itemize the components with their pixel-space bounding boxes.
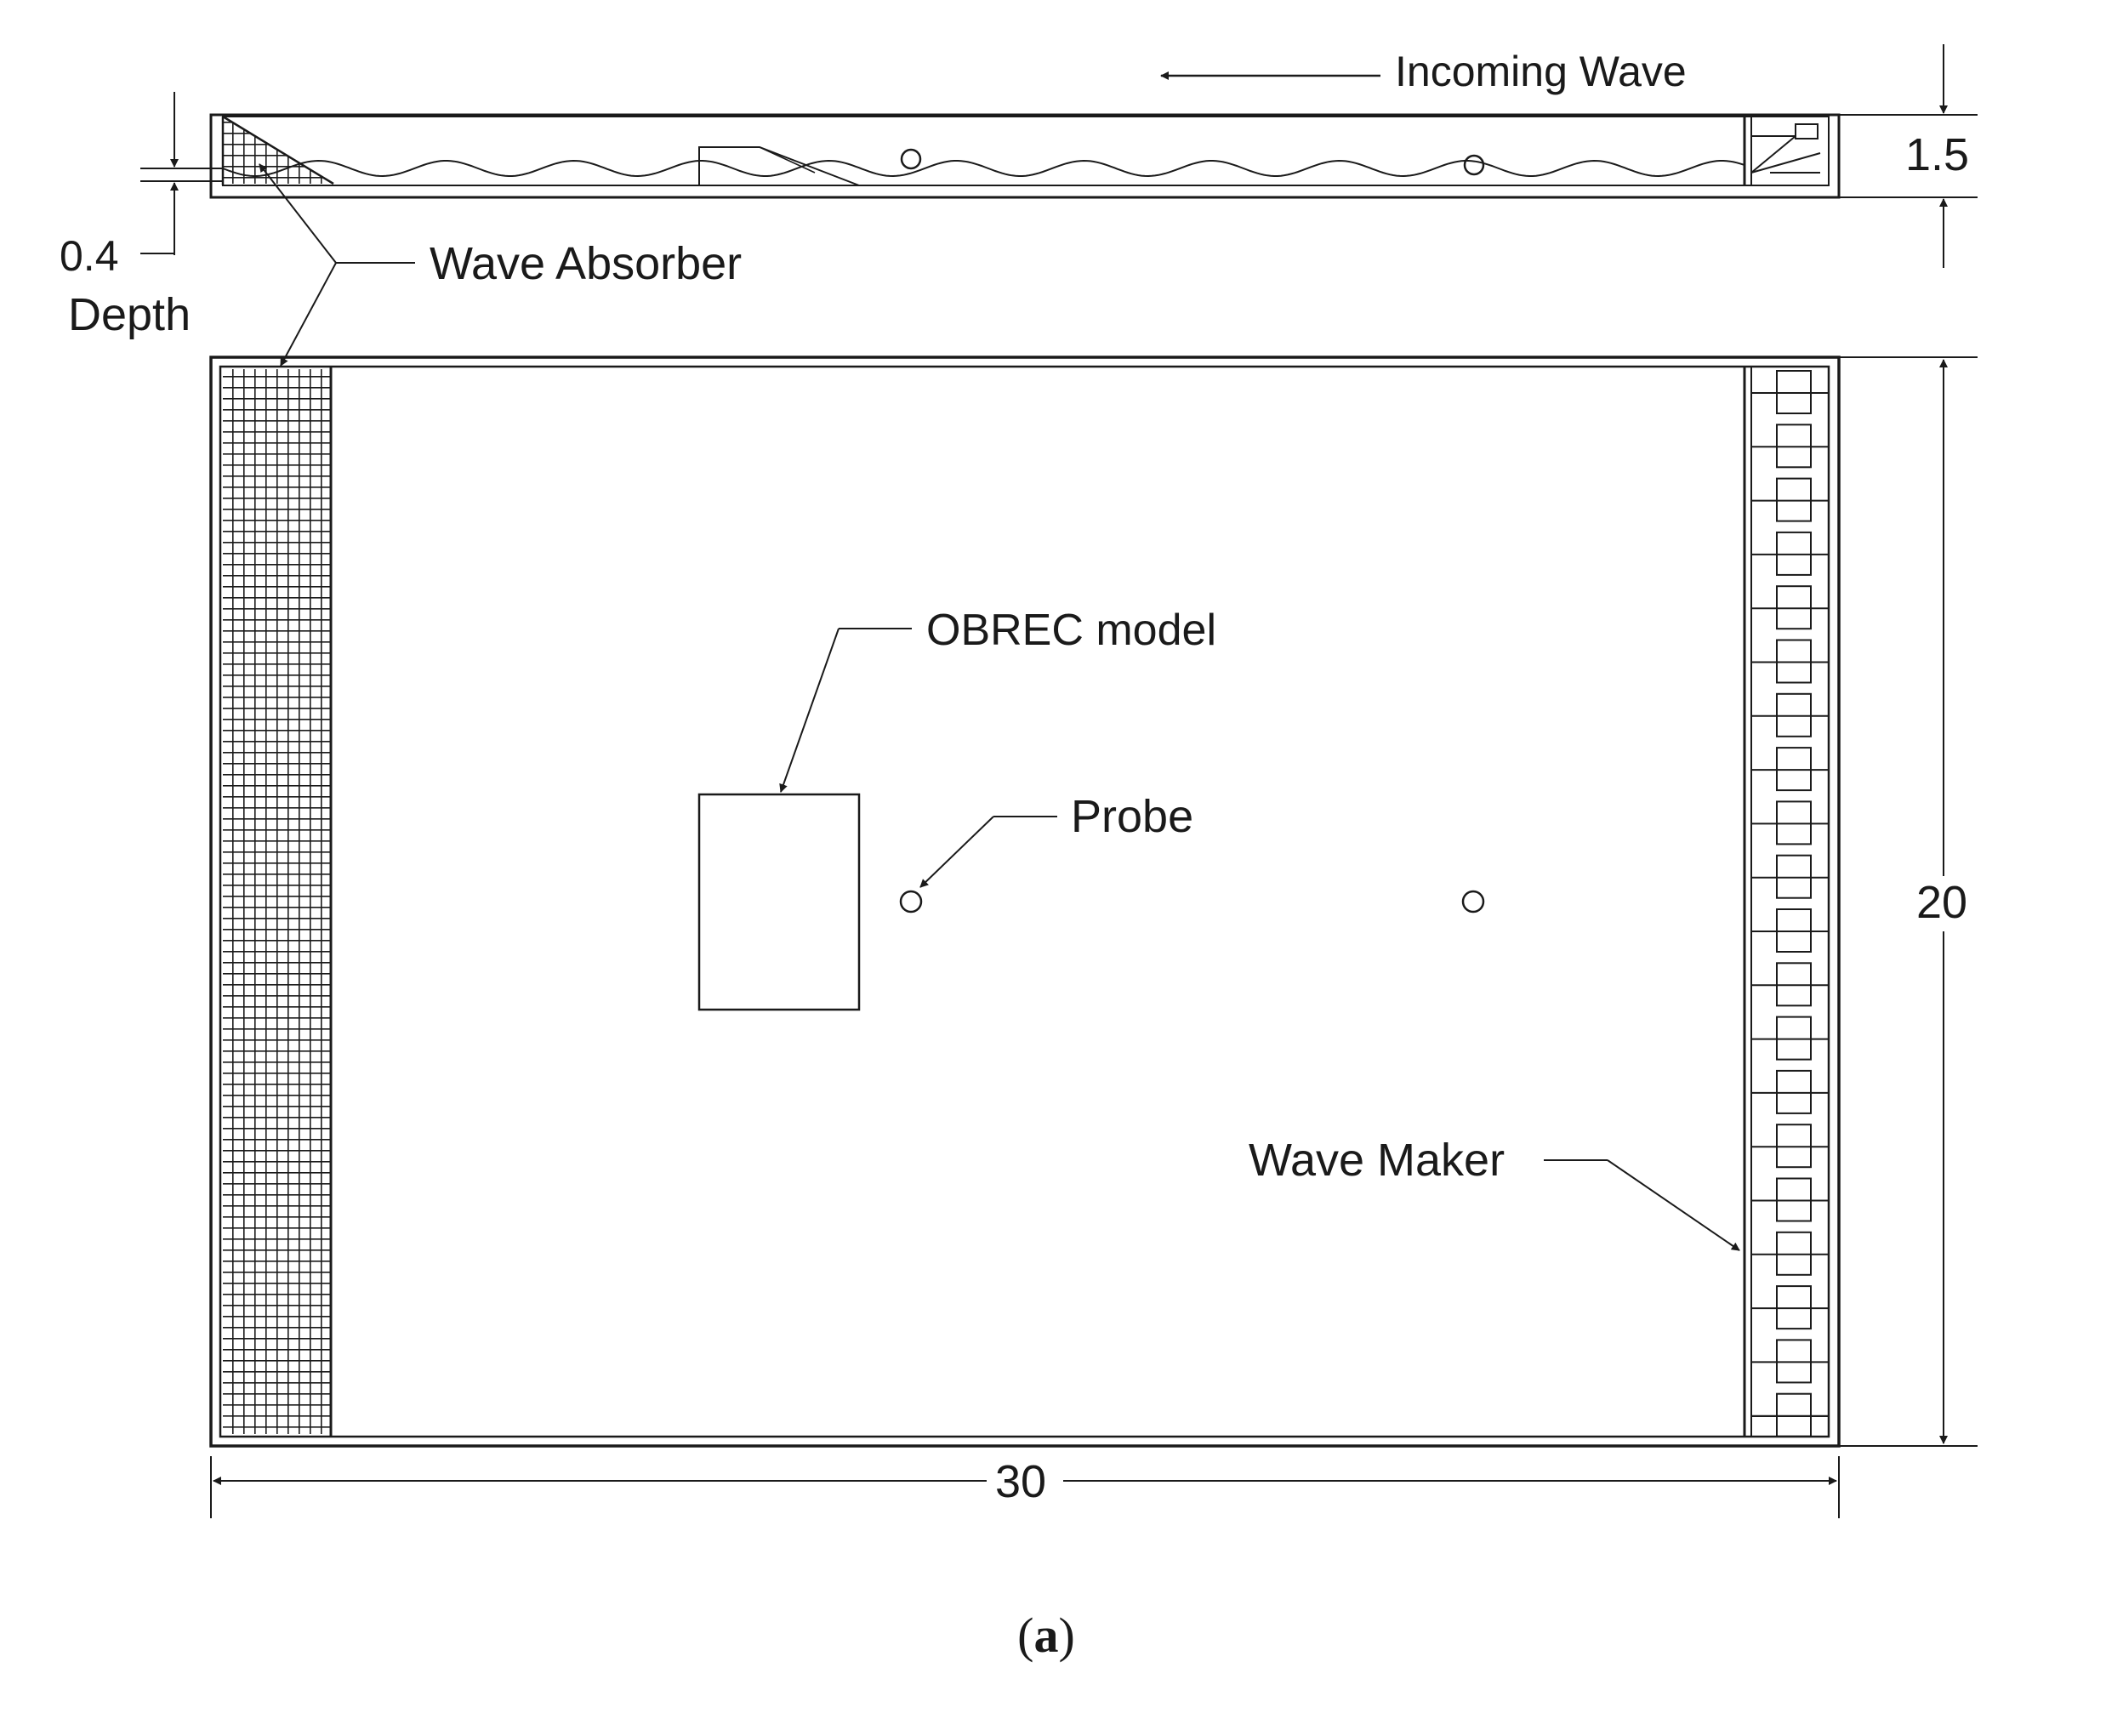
length-dimension bbox=[210, 1456, 1840, 1518]
wave-absorber-label: Wave Absorber bbox=[430, 238, 742, 289]
side-view-tank-outer bbox=[209, 113, 1841, 199]
plan-view-wave-maker bbox=[1743, 367, 1829, 1437]
plan-view-tank-outer bbox=[209, 356, 1841, 1448]
side-view-water-surface bbox=[222, 159, 1745, 178]
plan-view bbox=[209, 356, 1841, 1448]
wave-maker-annotation bbox=[1544, 1159, 1740, 1251]
obrec-annotation bbox=[779, 628, 912, 793]
side-view-wavemaker-motor bbox=[1795, 123, 1818, 139]
obrec-leader bbox=[779, 628, 840, 793]
side-view-absorber-slope bbox=[222, 115, 334, 185]
probe-annotation bbox=[919, 816, 1057, 888]
incoming-wave-annotation: Incoming Wave bbox=[1160, 48, 1687, 95]
probe-leader bbox=[919, 816, 994, 888]
absorber-leader-top bbox=[259, 163, 337, 264]
obrec-model-label: OBREC model bbox=[926, 606, 1216, 655]
height-dimension bbox=[1839, 44, 1978, 268]
width-dimension bbox=[1839, 356, 1978, 1447]
wave-maker-leader bbox=[1607, 1159, 1740, 1251]
side-view-obrec-profile bbox=[698, 146, 860, 186]
side-view-wavemaker-linkage bbox=[1750, 135, 1821, 174]
obrec-model-box bbox=[697, 793, 861, 1011]
side-view-probe-2 bbox=[1463, 154, 1485, 176]
wave-maker-label: Wave Maker bbox=[1249, 1135, 1505, 1186]
plan-view-absorber-mesh bbox=[223, 369, 330, 1434]
plan-view-probe-1 bbox=[899, 890, 923, 914]
absorber-leader-bottom bbox=[280, 262, 337, 367]
length-value: 30 bbox=[995, 1456, 1046, 1507]
side-view-probe-1 bbox=[900, 148, 922, 170]
probe-label: Probe bbox=[1071, 791, 1193, 842]
width-value: 20 bbox=[1916, 877, 1967, 928]
side-view-obrec-ramp bbox=[759, 146, 816, 174]
depth-dimension bbox=[140, 92, 223, 255]
figure-caption: (a) bbox=[1017, 1608, 1075, 1663]
incoming-wave-label: Incoming Wave bbox=[1395, 48, 1687, 95]
side-view bbox=[209, 113, 1841, 199]
plan-view-probe-2 bbox=[1461, 890, 1485, 914]
height-value: 1.5 bbox=[1905, 129, 1969, 180]
plan-view-tank-inner bbox=[219, 365, 1830, 1438]
depth-label: Depth bbox=[68, 289, 191, 340]
wave-absorber-annotation bbox=[259, 163, 415, 367]
depth-value: 0.4 bbox=[60, 232, 119, 280]
